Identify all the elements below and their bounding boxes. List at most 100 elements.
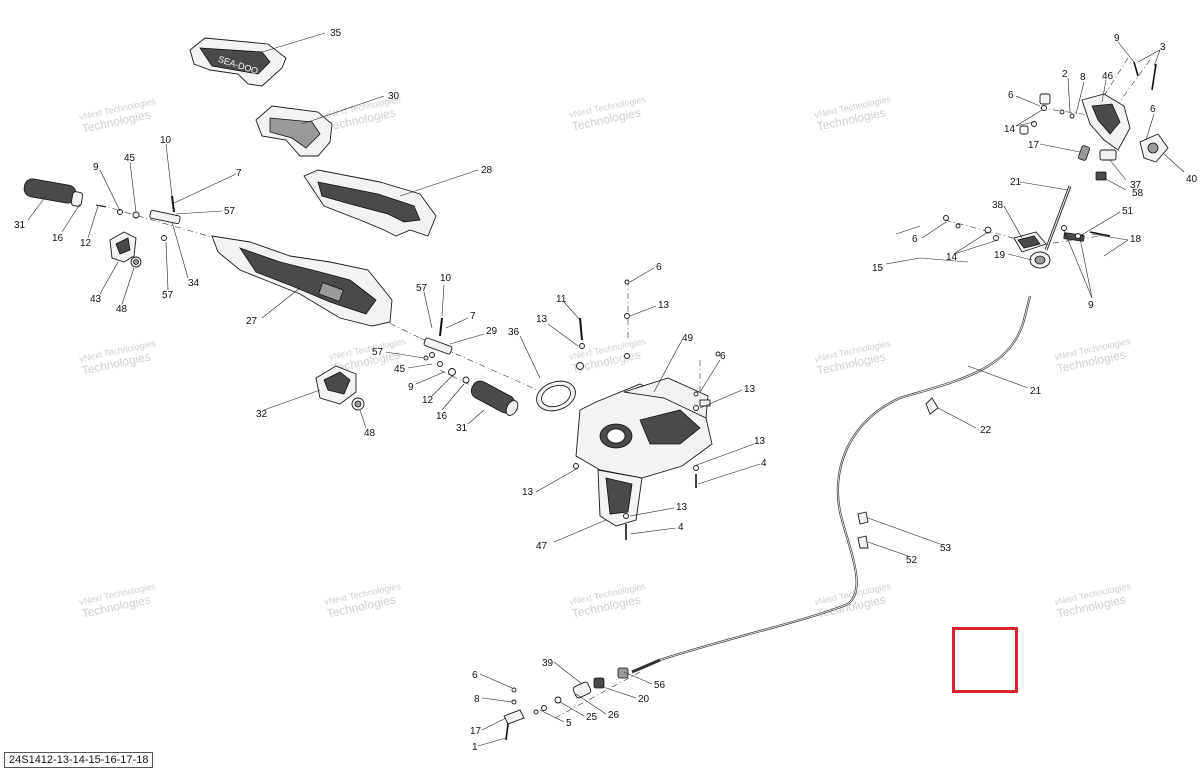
callout-4: 4 xyxy=(761,458,767,469)
throttle-lever-46 xyxy=(1031,61,1157,151)
callout-21: 21 xyxy=(1030,386,1042,397)
callout-25: 25 xyxy=(586,712,598,723)
callout-13: 13 xyxy=(522,487,534,498)
callout-13: 13 xyxy=(754,436,766,447)
hardware-right-small xyxy=(943,93,1111,241)
callout-43: 43 xyxy=(90,294,102,305)
callout-6: 6 xyxy=(1008,90,1014,101)
callout-9: 9 xyxy=(1114,33,1120,44)
knob-48-left xyxy=(130,256,142,268)
callout-22: 22 xyxy=(980,425,992,436)
switch-housing-43 xyxy=(109,231,137,263)
callout-30: 30 xyxy=(388,91,400,102)
callout-8: 8 xyxy=(1080,72,1086,83)
callout-17: 17 xyxy=(1028,140,1040,151)
callout-9: 9 xyxy=(93,162,99,173)
callout-49: 49 xyxy=(682,333,694,344)
callout-31: 31 xyxy=(456,423,468,434)
column-47 xyxy=(597,469,643,527)
throttle-cable-21 xyxy=(631,295,1032,674)
callout-48: 48 xyxy=(364,428,376,439)
grip-31-right xyxy=(470,380,519,416)
callout-7: 7 xyxy=(470,311,476,322)
cable-clips xyxy=(857,397,939,549)
callout-31: 31 xyxy=(14,220,26,231)
callout-12: 12 xyxy=(422,395,434,406)
callout-57: 57 xyxy=(416,283,428,294)
cable-rod-21 xyxy=(1044,185,1072,251)
callout-18: 18 xyxy=(1130,234,1142,245)
callout-34: 34 xyxy=(188,278,200,289)
callout-7: 7 xyxy=(236,168,242,179)
handlebar-27 xyxy=(211,235,393,327)
callout-19: 19 xyxy=(994,250,1006,261)
callout-40: 40 xyxy=(1186,174,1198,185)
callout-6: 6 xyxy=(472,670,478,681)
callout-53: 53 xyxy=(940,543,952,554)
diagram-code-label: 24S1412-13-14-15-16-17-18 xyxy=(4,752,154,768)
callout-39: 39 xyxy=(542,658,554,669)
handlebar-cover-30 xyxy=(255,105,333,157)
callout-10: 10 xyxy=(440,273,452,284)
leader-lines xyxy=(27,32,1185,747)
grip-31-left xyxy=(23,178,84,207)
highlight-box xyxy=(952,627,1018,693)
callout-6: 6 xyxy=(720,351,726,362)
callout-51: 51 xyxy=(1122,206,1134,217)
callout-8: 8 xyxy=(474,694,480,705)
callout-58: 58 xyxy=(1132,188,1144,199)
callout-3: 3 xyxy=(1160,42,1166,53)
callout-35: 35 xyxy=(330,28,342,39)
callout-5: 5 xyxy=(566,718,572,729)
assembly-axes xyxy=(99,57,1151,719)
knob-48-right xyxy=(351,397,365,411)
handlebar-cover-35: SEA-DOO xyxy=(189,37,287,87)
callout-20: 20 xyxy=(638,694,650,705)
callout-13: 13 xyxy=(536,314,548,325)
fasteners-central xyxy=(573,279,721,540)
small-hardware-left xyxy=(95,195,181,241)
callout-47: 47 xyxy=(536,541,548,552)
callout-29: 29 xyxy=(486,326,498,337)
callout-26: 26 xyxy=(608,710,620,721)
callout-9: 9 xyxy=(408,382,414,393)
callout-45: 45 xyxy=(124,153,136,164)
callout-32: 32 xyxy=(256,409,268,420)
support-49 xyxy=(575,377,713,479)
callout-1: 1 xyxy=(472,742,478,753)
callout-28: 28 xyxy=(481,165,493,176)
callout-13: 13 xyxy=(676,502,688,513)
cable-end-hardware-bottom xyxy=(503,667,629,741)
callout-48: 48 xyxy=(116,304,128,315)
cable-end-17 xyxy=(1078,145,1090,161)
callout-15: 15 xyxy=(872,263,884,274)
callout-57: 57 xyxy=(372,347,384,358)
callout-13: 13 xyxy=(744,384,756,395)
handlebar-cover-28 xyxy=(303,169,437,237)
callout-14: 14 xyxy=(946,252,958,263)
callout-57: 57 xyxy=(224,206,236,217)
callout-27: 27 xyxy=(246,316,258,327)
cable-holder-38 xyxy=(1013,231,1047,253)
callout-36: 36 xyxy=(508,327,520,338)
callout-14: 14 xyxy=(1004,124,1016,135)
callout-6: 6 xyxy=(912,234,918,245)
callout-16: 16 xyxy=(52,233,64,244)
callout-16: 16 xyxy=(436,411,448,422)
callout-numbers: 35 30 28 10 7 57 45 9 31 16 12 43 48 57 … xyxy=(14,28,1198,753)
callout-11: 11 xyxy=(556,294,567,305)
callout-57: 57 xyxy=(162,290,174,301)
callout-37: 37 xyxy=(1130,180,1142,191)
callout-45: 45 xyxy=(394,364,406,375)
callout-6: 6 xyxy=(656,262,662,273)
callout-46: 46 xyxy=(1102,71,1114,82)
throttle-hardware-right xyxy=(423,317,470,384)
callout-12: 12 xyxy=(80,238,92,249)
callout-9: 9 xyxy=(1088,300,1094,311)
bracket-40 xyxy=(1139,133,1169,163)
callout-6: 6 xyxy=(1150,104,1156,115)
adjuster-19 xyxy=(1029,251,1051,269)
callout-38: 38 xyxy=(992,200,1004,211)
callout-52: 52 xyxy=(906,555,918,566)
